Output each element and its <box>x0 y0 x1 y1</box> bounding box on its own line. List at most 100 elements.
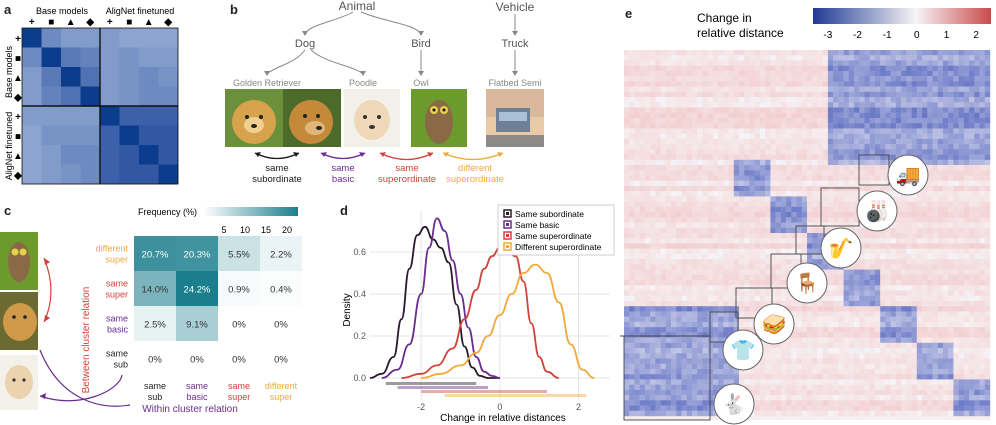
heatmap-cell <box>739 306 745 312</box>
heatmap-cell <box>854 138 860 145</box>
heatmap-cell <box>744 128 750 134</box>
heatmap-cell <box>885 384 891 391</box>
heatmap-cell <box>629 274 635 281</box>
heatmap-cell <box>707 128 714 134</box>
heatmap-cell <box>848 185 855 192</box>
heatmap-cell <box>660 259 667 265</box>
heatmap-cell <box>822 353 829 359</box>
heatmap-cell <box>974 290 980 296</box>
heatmap-cell <box>754 363 761 370</box>
heatmap-cell <box>953 290 959 296</box>
heatmap-cell <box>786 65 792 72</box>
heatmap-cell <box>927 290 933 296</box>
heatmap-cell <box>702 70 708 77</box>
heatmap-cell <box>969 259 975 265</box>
heatmap-cell <box>848 81 855 87</box>
heatmap-cell <box>775 348 782 354</box>
heatmap-cell <box>691 191 698 197</box>
heatmap-cell <box>723 175 729 181</box>
heatmap-cell <box>739 180 745 187</box>
heatmap-cell <box>749 321 755 328</box>
heatmap-cell <box>953 316 959 323</box>
heatmap-cell <box>665 300 672 307</box>
heatmap-cell <box>963 259 970 265</box>
heatmap-cell <box>895 138 902 145</box>
heatmap-cell <box>644 227 651 234</box>
heatmap-cell <box>665 222 672 228</box>
col-symbol: + <box>29 17 35 28</box>
heatmap-cell <box>681 123 687 129</box>
heatmap-cell <box>650 311 656 317</box>
heatmap-cell <box>817 128 823 134</box>
heatmap-cell <box>691 217 698 223</box>
heatmap-cell <box>801 316 808 323</box>
heatmap-cell <box>843 60 850 66</box>
heatmap-cell <box>759 138 766 145</box>
heatmap-cell <box>796 144 802 150</box>
heatmap-cell <box>942 327 949 333</box>
legend-entry: Same superordinate <box>515 231 592 241</box>
heatmap-cell <box>139 67 159 87</box>
heatmap-cell <box>728 170 734 176</box>
heatmap-cell <box>41 145 62 165</box>
relative-distance-heatmap <box>620 50 991 421</box>
heatmap-cell <box>744 327 750 333</box>
heatmap-cell <box>749 306 755 312</box>
heatmap-cell <box>728 311 734 317</box>
heatmap-cell <box>660 363 667 370</box>
heatmap-cell <box>922 368 928 375</box>
heatmap-cell <box>979 233 985 239</box>
heatmap-cell <box>895 123 902 129</box>
heatmap-cell <box>770 65 776 72</box>
heatmap-cell <box>927 76 933 82</box>
heatmap-cell <box>739 238 745 244</box>
colorbar-title-line1: Change in <box>697 11 752 25</box>
heatmap-cell <box>890 358 897 364</box>
heatmap-cell <box>728 185 734 192</box>
heatmap-cell <box>974 159 980 166</box>
heatmap-cell <box>718 180 724 187</box>
row-symbol: + <box>15 34 21 45</box>
heatmap-cell <box>948 259 954 265</box>
heatmap-cell <box>833 337 839 343</box>
heatmap-cell <box>665 128 672 134</box>
heatmap-cell <box>895 280 902 286</box>
heatmap-cell <box>969 107 975 113</box>
heatmap-cell <box>639 60 646 66</box>
heatmap-cell <box>869 159 876 166</box>
heatmap-cell <box>650 185 656 192</box>
heatmap-cell <box>786 165 792 171</box>
heatmap-cell <box>660 117 667 124</box>
heatmap-cell <box>718 316 724 323</box>
heatmap-cell <box>634 353 640 359</box>
heatmap-cell <box>644 102 651 108</box>
heatmap-cell <box>786 196 792 202</box>
heatmap-cell <box>838 55 844 61</box>
heatmap-cell <box>974 81 980 87</box>
heatmap-cell <box>974 76 980 82</box>
heatmap-cell <box>822 107 829 113</box>
heatmap-cell <box>874 117 881 124</box>
heatmap-cell <box>817 175 823 181</box>
heatmap-cell <box>906 358 912 364</box>
heatmap-cell <box>775 201 782 208</box>
heatmap-cell <box>963 76 970 82</box>
heatmap-cell <box>702 311 708 317</box>
heatmap-cell <box>801 379 808 385</box>
heatmap-cell <box>629 295 635 302</box>
heatmap-cell <box>833 290 839 296</box>
heatmap-cell <box>723 154 729 160</box>
heatmap-cell <box>624 405 630 411</box>
heatmap-cell <box>848 60 855 66</box>
heatmap-cell <box>759 248 766 255</box>
heatmap-cell <box>827 374 834 380</box>
heatmap-cell <box>702 342 708 349</box>
heatmap-cell <box>644 149 651 155</box>
heatmap-cell <box>953 348 959 354</box>
heatmap-cell <box>885 306 891 312</box>
heatmap-cell <box>854 191 860 197</box>
heatmap-cell <box>838 295 844 302</box>
heatmap-cell <box>859 316 865 323</box>
heatmap-cell <box>827 295 834 302</box>
heatmap-cell <box>869 238 876 244</box>
